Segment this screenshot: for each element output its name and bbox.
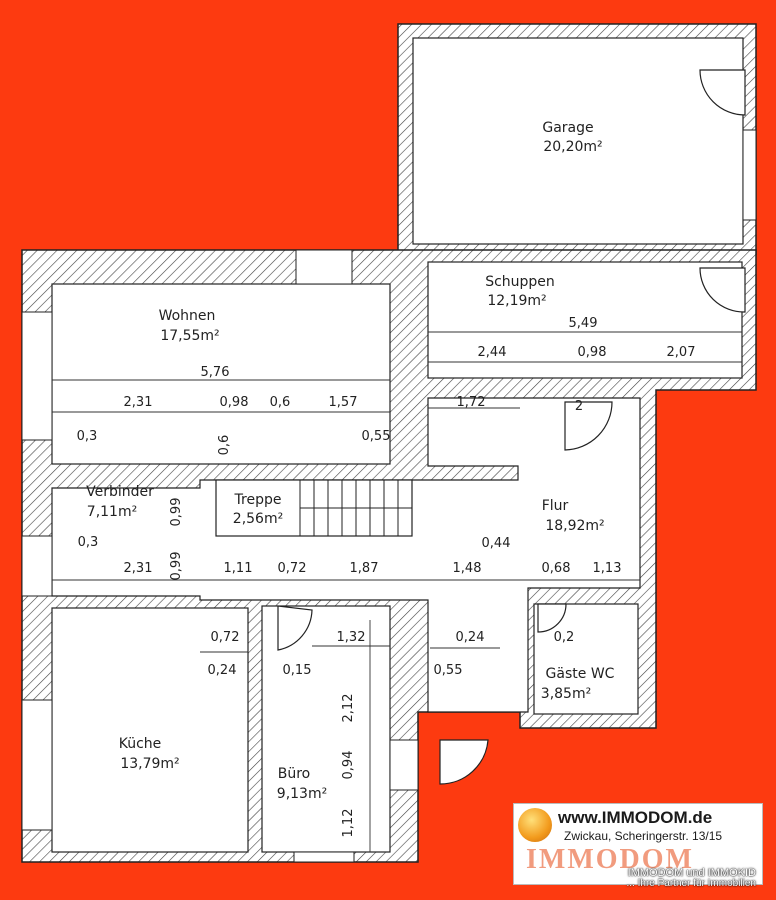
- dim-label: 0,98: [578, 345, 607, 360]
- dim-label: 1,57: [329, 395, 358, 410]
- dim-label: 0,24: [456, 630, 485, 645]
- dim-label: 0,15: [283, 663, 312, 678]
- dimension-lines: [52, 331, 742, 852]
- dim-label: 1,72: [457, 395, 486, 410]
- dimension-labels: 5,49 2,44 0,98 2,07 5,76 2,31 0,98 0,6 1…: [77, 316, 696, 837]
- dim-label: 0,44: [482, 536, 511, 551]
- garage-floor: [412, 37, 744, 245]
- dim-label: 0,3: [78, 535, 99, 550]
- gaeste-wc-label: Gäste WC: [546, 666, 615, 682]
- dim-label: 2,07: [667, 345, 696, 360]
- schuppen-label: Schuppen: [485, 274, 555, 290]
- garage-label: Garage: [542, 120, 593, 136]
- doors: [277, 69, 746, 785]
- dim-label: 0,55: [362, 429, 391, 444]
- wohnen-floor: [51, 283, 391, 465]
- dim-label: 5,76: [201, 365, 230, 380]
- dim-label: 0,24: [208, 663, 237, 678]
- dim-label: 0,6: [270, 395, 291, 410]
- dim-label: 0,6: [217, 435, 232, 456]
- dim-label: 2,31: [124, 395, 153, 410]
- garage-area: 20,20m²: [543, 139, 602, 155]
- dim-label: 0,99: [169, 498, 184, 527]
- dim-label: 0,72: [211, 630, 240, 645]
- treppe-area: 2,56m²: [233, 511, 283, 527]
- dim-label: 5,49: [569, 316, 598, 331]
- wohnen-label: Wohnen: [159, 308, 216, 324]
- dim-label: 0,72: [278, 561, 307, 576]
- logo-brand: IMMODOM: [526, 844, 694, 875]
- verbinder-label: Verbinder: [86, 484, 154, 500]
- dim-label: 2: [575, 399, 583, 414]
- logo-tagline-2: ... Ihre Partner für Immobilien: [626, 878, 757, 889]
- dim-label: 0,3: [77, 429, 98, 444]
- windows: [21, 129, 757, 863]
- kueche-floor: [51, 607, 249, 853]
- logo-address: Zwickau, Scheringerstr. 13/15: [564, 829, 723, 843]
- logo-tagline-1: IMMODOM und IMMOKID: [627, 867, 756, 879]
- dim-label: 1,48: [453, 561, 482, 576]
- dim-label: 0,99: [169, 552, 184, 581]
- dim-label: 1,87: [350, 561, 379, 576]
- logo-url: www.IMMODOM.de: [558, 808, 713, 827]
- wohnen-area: 17,55m²: [160, 328, 219, 344]
- dim-label: 1,11: [224, 561, 253, 576]
- schuppen-area: 12,19m²: [487, 293, 546, 309]
- kueche-label: Küche: [119, 736, 162, 752]
- kueche-area: 13,79m²: [120, 756, 179, 772]
- dim-label: 2,12: [341, 694, 356, 723]
- company-logo: www.IMMODOM.de Zwickau, Scheringerstr. 1…: [513, 803, 763, 889]
- gaeste-wc-area: 3,85m²: [541, 686, 591, 702]
- stair-treads: [299, 480, 412, 536]
- floors: [51, 37, 744, 853]
- dim-label: 1,12: [341, 809, 356, 838]
- flur-label: Flur: [542, 498, 569, 514]
- verbinder-area: 7,11m²: [87, 504, 137, 520]
- flur-floor: [51, 397, 641, 713]
- dim-label: 2,31: [124, 561, 153, 576]
- dim-label: 0,94: [341, 751, 356, 780]
- dim-label: 0,68: [542, 561, 571, 576]
- dim-label: 0,2: [554, 630, 575, 645]
- flur-area: 18,92m²: [545, 518, 604, 534]
- dim-label: 1,13: [593, 561, 622, 576]
- buero-area: 9,13m²: [277, 786, 327, 802]
- logo-ball-icon: [518, 808, 552, 842]
- dim-label: 0,98: [220, 395, 249, 410]
- treppe-label: Treppe: [234, 492, 282, 508]
- buero-label: Büro: [278, 766, 311, 782]
- room-labels: Garage 20,20m² Schuppen 12,19m² Wohnen 1…: [86, 120, 615, 802]
- dim-label: 0,55: [434, 663, 463, 678]
- schuppen-floor: [427, 261, 743, 379]
- dim-label: 1,32: [337, 630, 366, 645]
- dim-label: 2,44: [478, 345, 507, 360]
